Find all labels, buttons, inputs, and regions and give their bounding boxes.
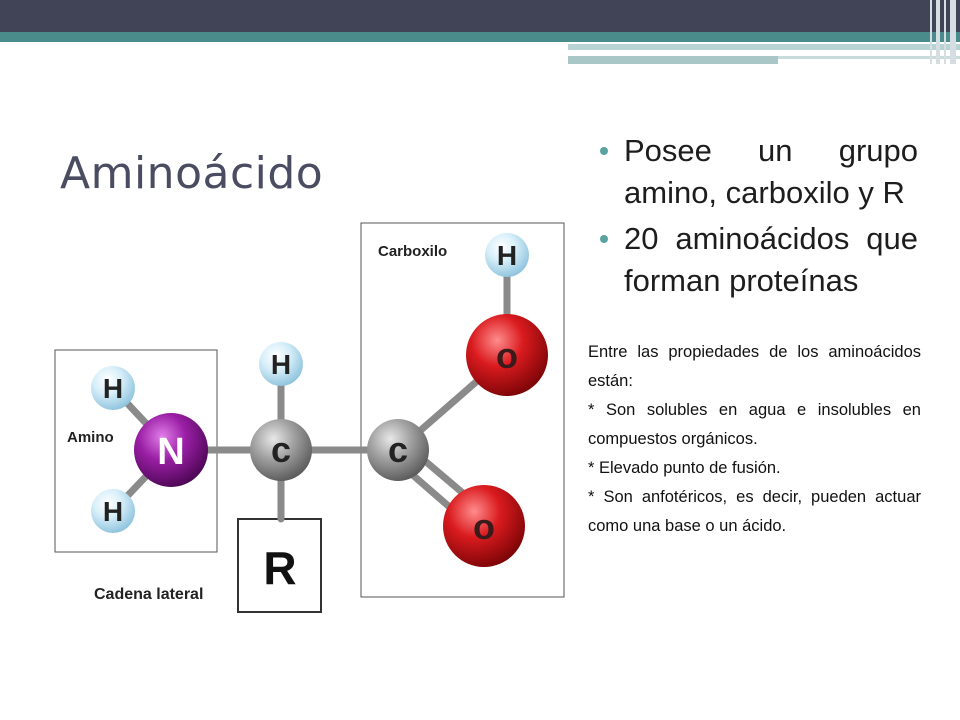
atom-label: H — [271, 349, 291, 380]
atom-nitrogen: N — [134, 413, 208, 487]
bullet-dot-icon — [600, 235, 608, 243]
carboxyl-label: Carboxilo — [378, 243, 447, 260]
properties-item: * Elevado punto de fusión. — [588, 459, 781, 477]
side-chain-label: Cadena lateral — [94, 586, 203, 603]
bullet-text: 20 aminoácidos que forman proteínas — [624, 221, 918, 298]
header-stripe — [936, 0, 940, 64]
bullet-list: Posee un grupo amino, carboxilo y R 20 a… — [598, 130, 918, 306]
properties-item: * Son anfotéricos, es decir, pueden actu… — [588, 488, 921, 535]
atom-c-carboxyl: c — [367, 419, 429, 481]
atom-label: o — [496, 335, 518, 376]
properties-item: * Son solubles en agua e insolubles en c… — [588, 401, 921, 448]
atom-label: H — [103, 373, 123, 404]
atom-label: o — [473, 506, 495, 547]
atom-label: c — [271, 429, 291, 470]
atom-h-amino-bottom: H — [91, 489, 135, 533]
carboxyl-group-box — [360, 222, 565, 598]
amino-label: Amino — [67, 429, 114, 446]
atom-h-alpha: H — [259, 342, 303, 386]
atom-label: c — [388, 429, 408, 470]
atom-c-alpha: c — [250, 419, 312, 481]
header-accent-bar — [0, 32, 960, 42]
bullet-dot-icon — [600, 147, 608, 155]
amino-acid-diagram: H H N H c c H o o R Amino Carboxilo Cade… — [54, 222, 565, 613]
atom-o-hydroxyl: o — [466, 314, 548, 396]
header-accent-line — [568, 44, 960, 50]
atom-label: H — [103, 496, 123, 527]
atom-h-amino-top: H — [91, 366, 135, 410]
r-group-label: R — [263, 542, 296, 594]
atom-h-carboxyl: H — [485, 233, 529, 277]
header-stripe — [944, 0, 946, 64]
atom-label: H — [497, 240, 517, 271]
properties-intro: Entre las propiedades de los aminoácidos… — [588, 343, 921, 390]
slide-title: Aminoácido — [60, 148, 324, 199]
header-accent-line — [568, 56, 778, 64]
header-accent-line — [778, 56, 960, 59]
header-bar — [0, 0, 960, 32]
header-stripe — [930, 0, 932, 64]
atom-label: N — [157, 431, 184, 473]
r-group-box — [237, 518, 322, 613]
bullet-text: Posee un grupo amino, carboxilo y R — [624, 133, 918, 210]
bullet-item: 20 aminoácidos que forman proteínas — [598, 218, 918, 302]
properties-text: Entre las propiedades de los aminoácidos… — [588, 338, 921, 541]
bullet-item: Posee un grupo amino, carboxilo y R — [598, 130, 918, 214]
atom-o-carbonyl: o — [443, 485, 525, 567]
header-stripe — [950, 0, 956, 64]
